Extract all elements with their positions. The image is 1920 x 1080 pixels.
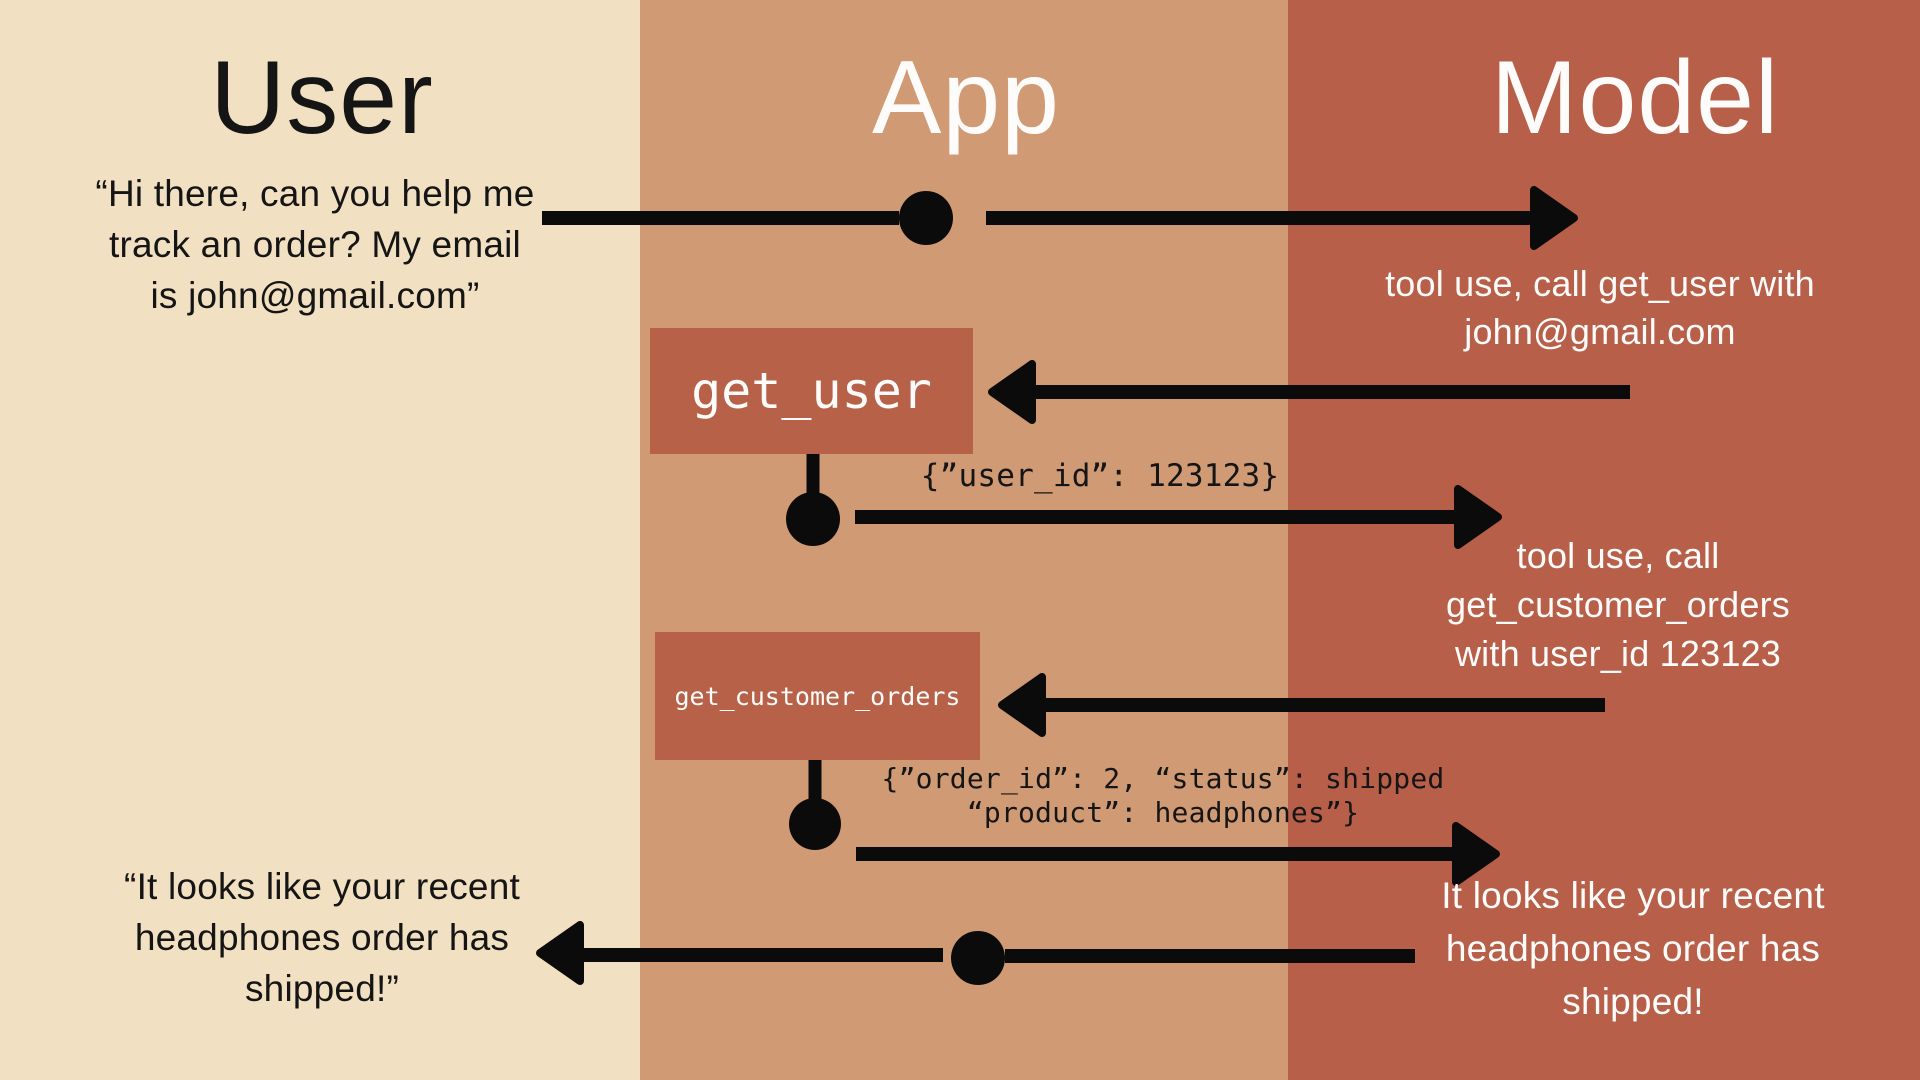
lane-title-user: User xyxy=(210,40,434,156)
tool-result-1-label: {”user_id”: 123123} xyxy=(920,458,1280,494)
user-request-message: “Hi there, can you help me track an orde… xyxy=(95,173,535,316)
lane-model xyxy=(1288,0,1920,1080)
lane-title-app: App xyxy=(871,40,1061,156)
lane-title-model: Model xyxy=(1490,40,1780,156)
lane-app xyxy=(640,0,1288,1080)
tool-box-get-user: get_user xyxy=(650,328,973,454)
tool-result-2-label: {”order_id”: 2, “status”: shipped “produ… xyxy=(881,762,1445,829)
user-final-message: “It looks like your recent headphones or… xyxy=(124,866,520,1009)
model-tool-call-2-text: tool use, call get_customer_orders with … xyxy=(1446,535,1790,674)
tool-box-get-customer-orders: get_customer_orders xyxy=(655,632,980,760)
lane-user xyxy=(0,0,640,1080)
model-final-response-text: It looks like your recent headphones ord… xyxy=(1441,875,1825,1022)
model-tool-call-1-text: tool use, call get_user with john@gmail.… xyxy=(1385,263,1815,352)
